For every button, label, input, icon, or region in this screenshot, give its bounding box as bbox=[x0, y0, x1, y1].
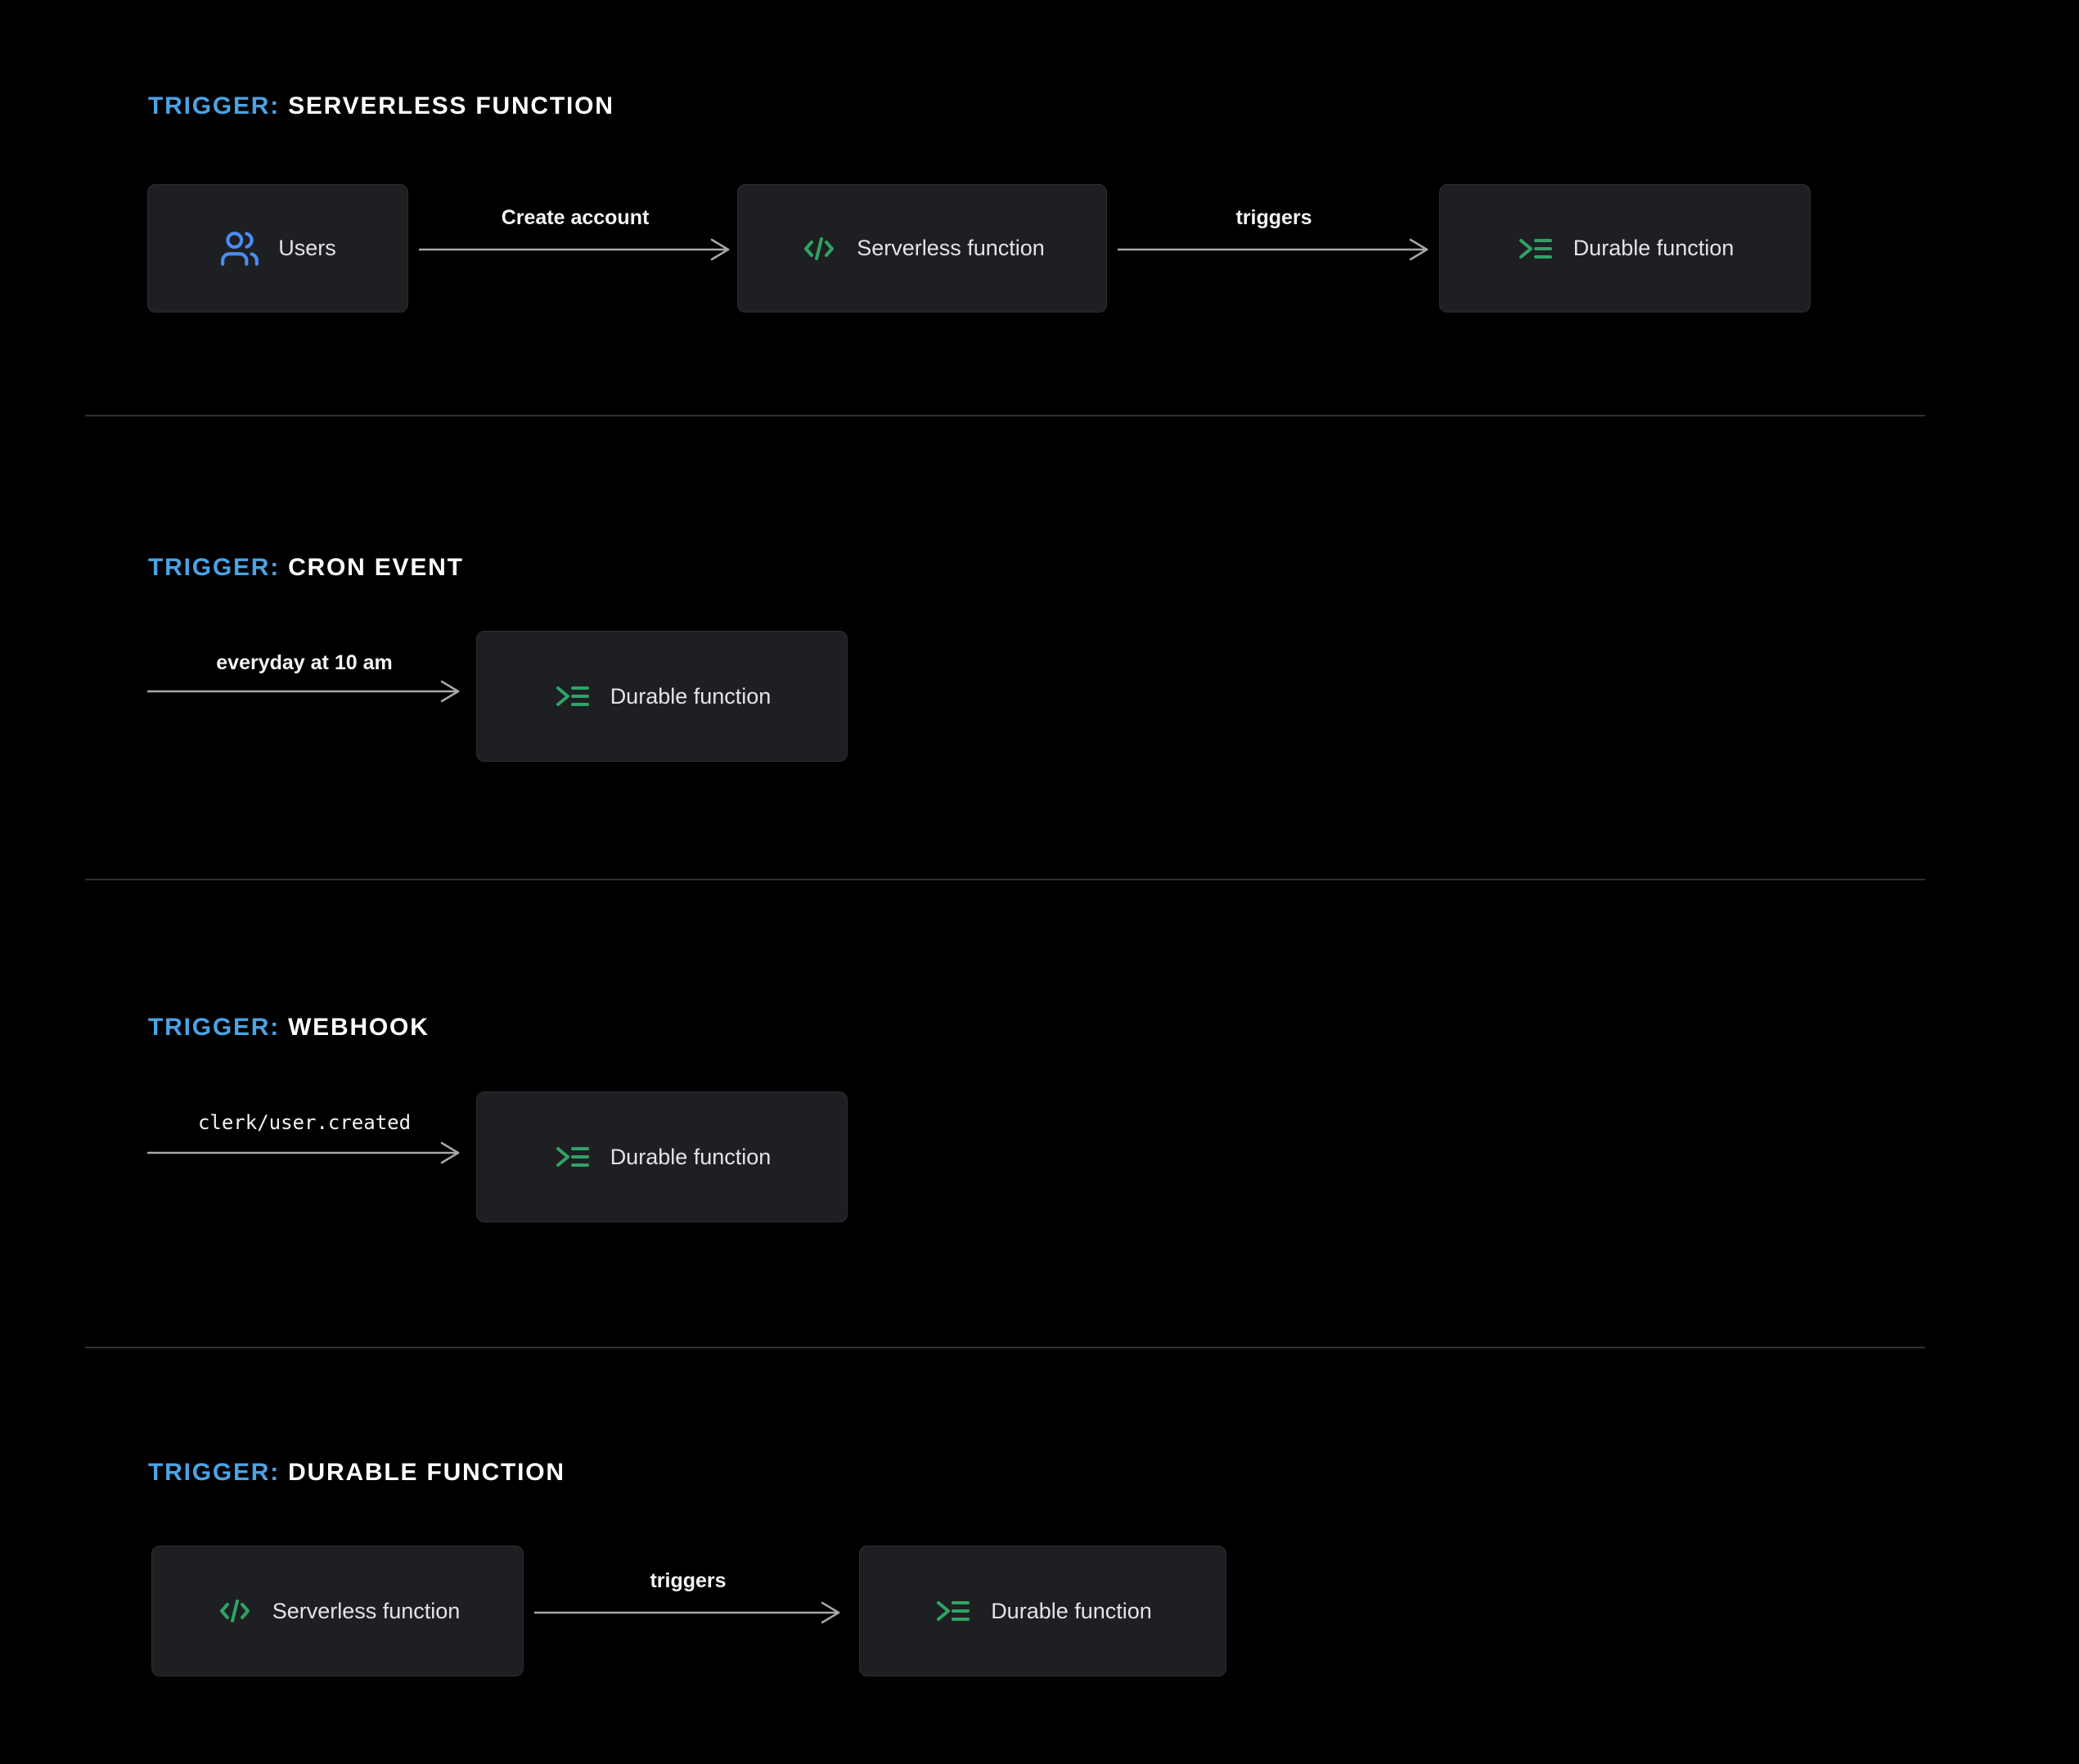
code-icon bbox=[799, 229, 839, 268]
section-heading: TRIGGER: CRON EVENT bbox=[148, 553, 464, 583]
node-durable-function: Durable function bbox=[1439, 184, 1811, 313]
section-divider bbox=[85, 879, 1925, 880]
node-users: Users bbox=[147, 184, 408, 313]
node-label: Users bbox=[278, 236, 336, 260]
heading-title: CRON EVENT bbox=[288, 554, 464, 581]
arrow-right bbox=[419, 238, 730, 261]
node-serverless-function: Serverless function bbox=[151, 1546, 524, 1676]
section-heading: TRIGGER: SERVERLESS FUNCTION bbox=[148, 92, 614, 121]
heading-title: SERVERLESS FUNCTION bbox=[288, 92, 614, 119]
node-serverless-function: Serverless function bbox=[737, 184, 1107, 313]
node-durable-function: Durable function bbox=[476, 1091, 848, 1222]
arrow-right bbox=[1118, 238, 1429, 261]
code-icon bbox=[215, 1591, 254, 1631]
node-label: Durable function bbox=[1573, 236, 1735, 260]
arrow-label-webhook-event: clerk/user.created bbox=[197, 1111, 412, 1134]
section-heading: TRIGGER: DURABLE FUNCTION bbox=[148, 1458, 565, 1487]
heading-trigger-prefix: TRIGGER: bbox=[148, 92, 281, 119]
users-icon bbox=[219, 228, 260, 269]
node-durable-function: Durable function bbox=[859, 1546, 1226, 1676]
arrow-label-triggers: triggers bbox=[1235, 206, 1312, 229]
node-durable-function: Durable function bbox=[476, 631, 848, 762]
arrow-label-triggers: triggers bbox=[650, 1569, 727, 1592]
section-heading: TRIGGER: WEBHOOK bbox=[148, 1013, 430, 1042]
node-label: Durable function bbox=[610, 683, 772, 709]
section-divider bbox=[85, 415, 1925, 416]
node-label: Durable function bbox=[610, 1144, 772, 1169]
heading-trigger-prefix: TRIGGER: bbox=[148, 1014, 281, 1041]
arrow-label-cron: everyday at 10 am bbox=[216, 651, 393, 674]
section-divider bbox=[85, 1347, 1925, 1348]
heading-title: DURABLE FUNCTION bbox=[288, 1459, 565, 1486]
arrow-right bbox=[147, 680, 460, 703]
node-label: Durable function bbox=[991, 1598, 1152, 1623]
heading-title: WEBHOOK bbox=[288, 1014, 430, 1041]
heading-trigger-prefix: TRIGGER: bbox=[148, 1459, 281, 1486]
terminal-list-icon bbox=[553, 1137, 592, 1177]
node-label: Serverless function bbox=[857, 236, 1045, 260]
terminal-list-icon bbox=[934, 1591, 973, 1631]
heading-trigger-prefix: TRIGGER: bbox=[148, 554, 281, 581]
arrow-right bbox=[147, 1141, 460, 1164]
node-label: Serverless function bbox=[272, 1598, 461, 1623]
arrow-label-create-account: Create account bbox=[501, 206, 650, 229]
terminal-list-icon bbox=[553, 677, 592, 716]
arrow-right bbox=[534, 1601, 840, 1624]
terminal-list-icon bbox=[1516, 229, 1555, 268]
